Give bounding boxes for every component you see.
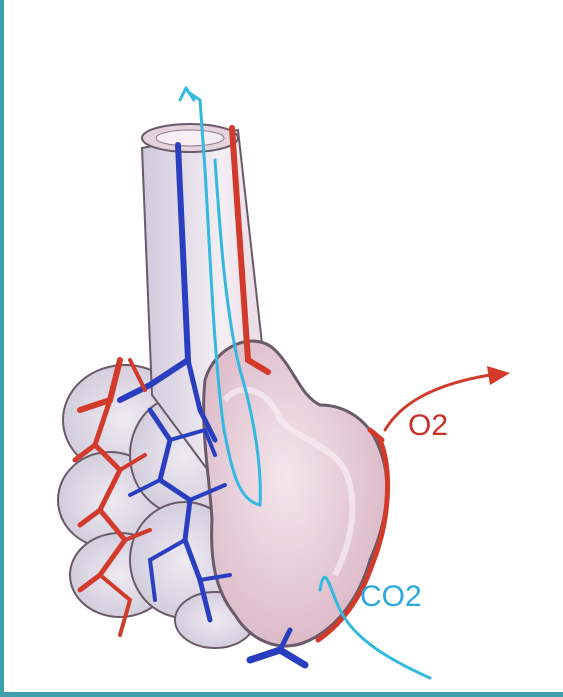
co2-label: CO2	[360, 580, 422, 613]
o2-label: O2	[408, 409, 448, 442]
